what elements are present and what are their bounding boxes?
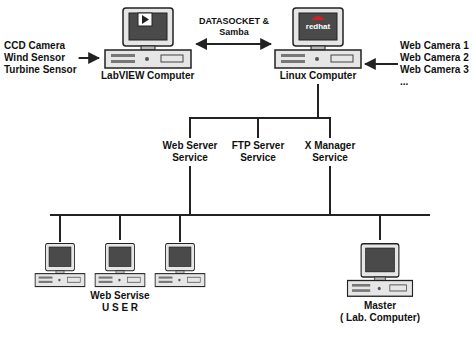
node-text: ( Lab. Computer) xyxy=(340,312,420,324)
service-label: Web Server Service xyxy=(159,140,221,164)
node-text: Web Servise xyxy=(30,290,210,302)
connector xyxy=(365,63,398,65)
connector xyxy=(190,84,318,138)
node-text: CCD Camera xyxy=(4,40,77,52)
edge-label: DATASOCKET & Samba xyxy=(197,16,271,38)
node-text: FTP Server Service xyxy=(227,140,289,164)
logo-text: redhat xyxy=(299,22,337,31)
labview-logo-arrow xyxy=(142,15,149,24)
node-text: Linux Computer xyxy=(273,70,363,82)
node-text: LabVIEW Computer xyxy=(101,70,194,82)
bus-drop xyxy=(179,215,181,242)
connector-layer xyxy=(79,44,398,240)
icon-space xyxy=(346,242,414,300)
node-text: Web Camera 2 xyxy=(400,52,469,64)
node-text: Web Camera 1 xyxy=(400,40,469,52)
computer-node: Master( Lab. Computer) xyxy=(340,242,420,324)
master-computer-icon xyxy=(348,244,413,297)
icon-space xyxy=(103,6,193,70)
user-group-node: Web ServiseU S E R xyxy=(30,242,210,314)
connector xyxy=(196,43,271,45)
linux-computer-icon xyxy=(275,8,361,68)
camera-list: Web Camera 1Web Camera 2Web Camera 3... xyxy=(400,40,469,88)
node-text: Master xyxy=(340,300,420,312)
bus-drop xyxy=(59,215,61,242)
service-label: FTP Server Service xyxy=(227,140,289,164)
user-computer-icon xyxy=(95,243,145,286)
node-text: Web Camera 3 xyxy=(400,64,469,76)
icon-space xyxy=(30,242,210,290)
node-text: ... xyxy=(400,76,469,88)
labview-logo xyxy=(138,13,152,26)
node-text: Turbine Sensor xyxy=(4,64,77,76)
connector xyxy=(330,166,380,240)
service-label: X Manager Service xyxy=(299,140,361,164)
user-computer-icon xyxy=(155,243,205,286)
icon-space xyxy=(273,6,363,70)
redhat-hat xyxy=(311,16,325,20)
node-text: Web Server Service xyxy=(159,140,221,164)
connector xyxy=(79,57,99,59)
connector xyxy=(318,84,330,138)
node-text: X Manager Service xyxy=(299,140,361,164)
sensor-list: CCD CameraWind SensorTurbine Sensor xyxy=(4,40,77,76)
node-text: U S E R xyxy=(30,302,210,314)
computer-node: LabVIEW Computer xyxy=(101,6,194,82)
node-text: Wind Sensor xyxy=(4,52,77,64)
connector xyxy=(258,84,318,138)
connector xyxy=(120,166,190,240)
user-computer-icon xyxy=(35,243,85,286)
computer-node: Linux Computer xyxy=(273,6,363,82)
labview-computer-icon xyxy=(105,8,191,68)
